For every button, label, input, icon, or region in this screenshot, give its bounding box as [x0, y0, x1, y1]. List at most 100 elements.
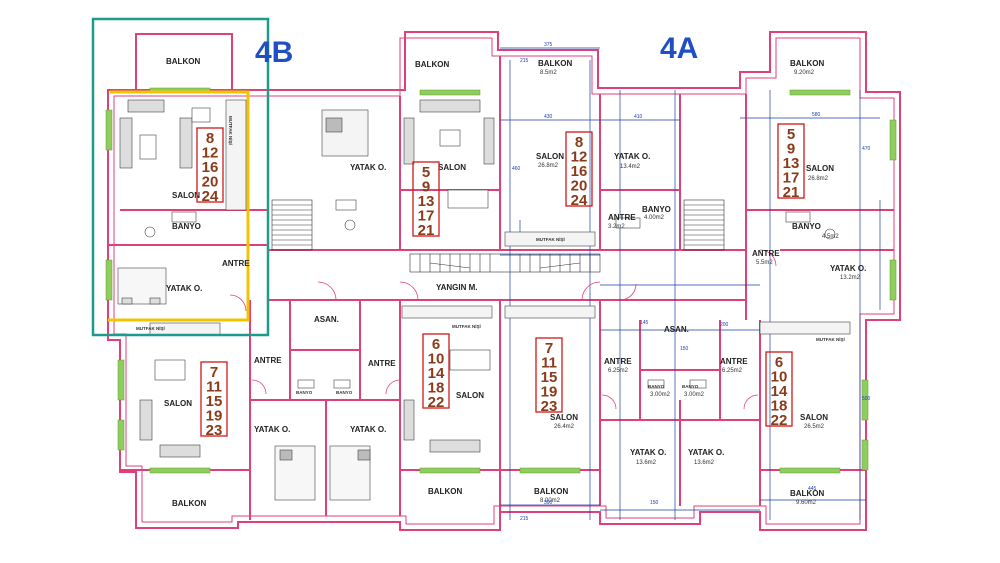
- room-antre-bot-4: ANTRE: [720, 357, 748, 366]
- room-salon-top-right: SALON: [806, 164, 834, 173]
- room-antre-right: ANTRE: [752, 249, 780, 258]
- unit-4b-highlight-frame: [91, 17, 270, 337]
- floor-number-f4-3: 17: [783, 170, 800, 187]
- dimension-numbers: 375 215 430 410 580 470 460 150 390 445 …: [512, 42, 871, 522]
- room-labels: BALKON BALKON BALKON BALKON SALON BANYO …: [136, 57, 866, 508]
- room-antre-4b: ANTRE: [222, 259, 250, 268]
- floor-number-f3-1: 12: [571, 149, 588, 166]
- room-antre-bot-2: ANTRE: [368, 359, 396, 368]
- area-banyo-bot-b: 3.00m2: [684, 392, 705, 398]
- room-banyo-bot-3: BANYO: [648, 384, 665, 389]
- room-asan-right: ASAN.: [664, 325, 689, 334]
- floor-number-f4-1: 9: [787, 141, 795, 158]
- room-asan-left: ASAN.: [314, 315, 339, 324]
- floor-number-f3-0: 8: [575, 134, 583, 151]
- dim-4: 410: [634, 114, 643, 120]
- dim-15: 150: [650, 500, 659, 506]
- unit-label-4b: 4B: [255, 36, 293, 69]
- room-balkon-bot-left: BALKON: [172, 499, 206, 508]
- floor-number-f2-3: 17: [418, 208, 435, 225]
- floor-number-f1-3: 20: [202, 174, 219, 191]
- floor-number-f6-2: 15: [206, 393, 223, 410]
- floor-number-f4-2: 13: [783, 155, 800, 172]
- room-banyo-top-right: BANYO: [792, 222, 821, 231]
- dim-6: 470: [862, 146, 871, 152]
- area-balkon-top-mid: 8.5m2: [540, 70, 557, 76]
- floor-number-f2-1: 9: [422, 179, 430, 196]
- room-banyo-top-mid: BANYO: [642, 205, 671, 214]
- floor-number-f5-0: 6: [432, 336, 440, 353]
- room-balkon-top-right: BALKON: [790, 59, 824, 68]
- floor-number-f3-4: 24: [571, 192, 588, 209]
- room-balkon-4b: BALKON: [166, 57, 200, 66]
- floor-number-f7-3: 19: [541, 384, 558, 401]
- floor-number-f8-2: 14: [771, 383, 788, 400]
- room-balkon-bot-right: BALKON: [790, 489, 824, 498]
- room-salon-4b: SALON: [172, 191, 200, 200]
- floor-number-f7-2: 15: [541, 369, 558, 386]
- mutfak-label-4: MUTFAK NİŞİ: [816, 336, 845, 342]
- area-salon-bot-right: 26.5m2: [804, 424, 825, 430]
- room-banyo-bot-2: BANYO: [336, 390, 353, 395]
- floor-number-f2-0: 5: [422, 164, 430, 181]
- area-yatak-right: 13.2m2: [840, 275, 861, 281]
- room-antre-bot-3: ANTRE: [604, 357, 632, 366]
- dim-12: 200: [720, 322, 729, 328]
- unit-label-4a: 4A: [660, 32, 698, 65]
- room-yatak-right: YATAK O.: [830, 264, 866, 273]
- dim-8: 150: [680, 346, 689, 352]
- room-antre-top-mid: ANTRE: [608, 213, 636, 222]
- room-balkon-top-mid-left: BALKON: [415, 60, 449, 69]
- floor-number-stacks: 8121620245913172181216202459131721610141…: [202, 126, 800, 439]
- dim-11: 500: [862, 396, 871, 402]
- mutfak-label-1: MUTFAK NİŞİ: [136, 325, 165, 331]
- floor-boxes: [196, 123, 805, 437]
- floor-number-f5-2: 14: [428, 365, 445, 382]
- area-antre-right: 5.5m2: [756, 260, 773, 266]
- area-antre-bot-b: 6.25m2: [722, 368, 743, 374]
- room-yatak-bot-4: YATAK O.: [688, 448, 724, 457]
- floor-number-f8-4: 22: [771, 412, 788, 429]
- dim-7: 460: [512, 166, 521, 172]
- room-banyo-bot-1: BANYO: [296, 390, 313, 395]
- stairs: [271, 199, 725, 273]
- floor-number-f1-0: 8: [206, 130, 214, 147]
- area-yatak-bot-b: 13.6m2: [694, 460, 715, 466]
- floor-number-f2-4: 21: [418, 222, 435, 239]
- dim-1: 375: [544, 42, 553, 48]
- floor-number-f5-1: 10: [428, 351, 445, 368]
- dim-9: 390: [544, 500, 553, 506]
- room-yatak-top-mid: YATAK O.: [614, 152, 650, 161]
- room-salon-top-mid: SALON: [536, 152, 564, 161]
- floor-number-f4-0: 5: [787, 126, 795, 143]
- floor-number-f5-4: 22: [428, 394, 445, 411]
- room-yatak-bot-3: YATAK O.: [630, 448, 666, 457]
- mutfak-label-5: MUTFAK NİŞİ: [228, 116, 234, 145]
- area-balkon-top-right: 9.20m2: [794, 70, 815, 76]
- floor-number-f8-3: 18: [771, 398, 788, 415]
- area-antre-top-mid: 3.2m2: [608, 224, 625, 230]
- room-salon-bot-left: SALON: [164, 399, 192, 408]
- floor-number-f5-3: 18: [428, 380, 445, 397]
- room-salon-top-left: SALON: [438, 163, 466, 172]
- area-yatak-bot-a: 13.6m2: [636, 460, 657, 466]
- floor-number-f6-4: 23: [206, 422, 223, 439]
- dim-2: 215: [520, 58, 529, 64]
- floor-number-f3-2: 16: [571, 163, 588, 180]
- mutfak-label-3: MUTFAK NİŞİ: [536, 236, 565, 242]
- area-antre-bot-a: 6.25m2: [608, 368, 629, 374]
- mutfak-label-2: MUTFAK NİŞİ: [452, 323, 481, 329]
- room-balkon-bot-mid: BALKON: [534, 487, 568, 496]
- area-salon-top-mid: 26.8m2: [538, 163, 559, 169]
- room-yangin: YANGIN M.: [436, 283, 478, 292]
- floor-number-f7-0: 7: [545, 340, 553, 357]
- room-balkon-top-mid: BALKON: [538, 59, 572, 68]
- area-banyo-top-mid: 4.00m2: [644, 215, 665, 221]
- area-balkon-bot-mid: 8.00m2: [540, 498, 561, 504]
- dim-3: 430: [544, 114, 553, 120]
- room-salon-bot-mid-left: SALON: [456, 391, 484, 400]
- room-banyo-bot-4: BANYO: [682, 384, 699, 389]
- area-labels: 8.5m2 9.20m2 26.8m2 13.4m2 4.00m2 3.2m2 …: [538, 70, 861, 506]
- dim-13: 215: [520, 516, 529, 522]
